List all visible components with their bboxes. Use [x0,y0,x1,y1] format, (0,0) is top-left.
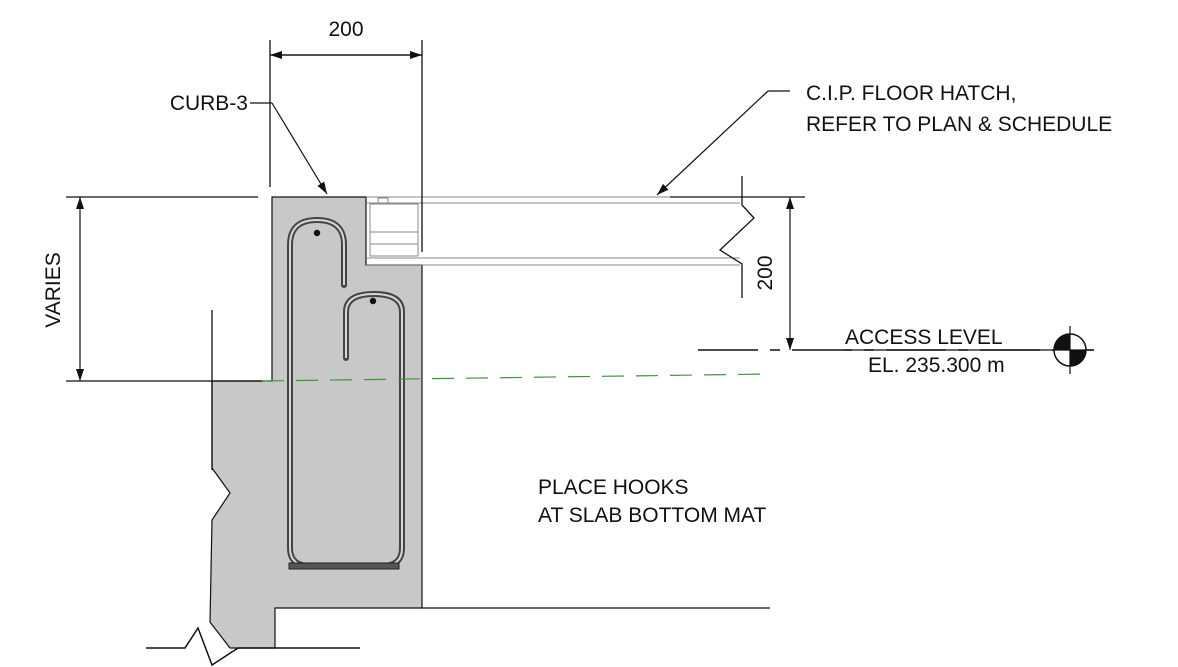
varies-dimension: VARIES [42,196,262,382]
hatch-label-line1: C.I.P. FLOOR HATCH, [806,82,1016,105]
elevation-target-icon [1048,326,1094,374]
note-line1: PLACE HOOKS [538,476,689,499]
top-dimension-value: 200 [328,18,363,41]
varies-label: VARIES [42,252,65,327]
right-dimension: 200 [670,196,805,350]
hatch-break-line [718,176,755,298]
bottom-bar [288,562,400,570]
rebar-dot-middle [369,297,377,305]
top-dimension: 200 [269,18,423,252]
elevation-label: EL. 235.300 m [868,354,1005,377]
grade-line [261,373,771,382]
note-line2: AT SLAB BOTTOM MAT [538,504,766,527]
rebar-dot-top [313,229,321,237]
hatch-label-line2: REFER TO PLAN & SCHEDULE [806,113,1112,136]
access-level-label: ACCESS LEVEL [845,326,1003,349]
lower-break-line [146,626,360,667]
floor-hatch [366,196,740,266]
right-dimension-value: 200 [754,255,777,290]
curb-label: CURB-3 [170,92,248,115]
hatch-leader: C.I.P. FLOOR HATCH, REFER TO PLAN & SCHE… [656,82,1112,196]
curb-leader: CURB-3 [170,92,328,195]
